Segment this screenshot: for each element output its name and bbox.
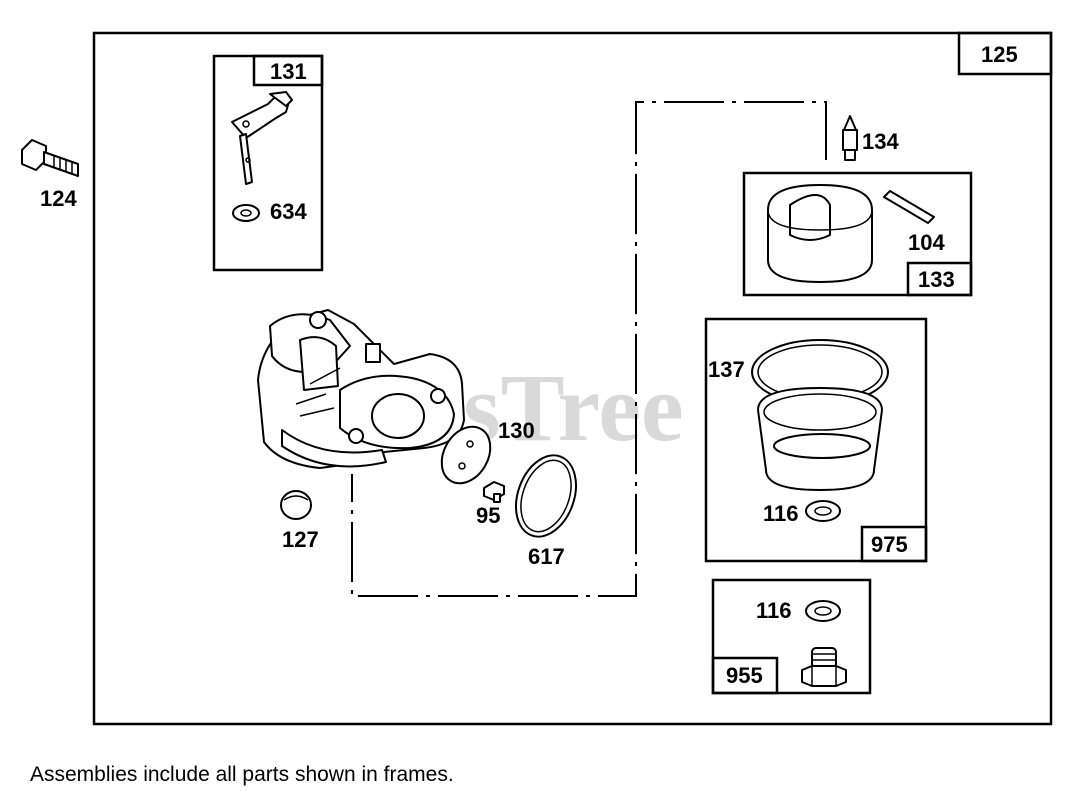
carburetor-body-part[interactable] bbox=[257, 309, 465, 469]
assembly-footnote: Assemblies include all parts shown in fr… bbox=[30, 763, 454, 786]
bolt-124-part[interactable] bbox=[21, 139, 79, 177]
label-box-125 bbox=[957, 31, 1053, 76]
assembly-frame-975 bbox=[704, 317, 928, 563]
welch-plug-127-part[interactable] bbox=[280, 490, 312, 520]
seal-634-part[interactable] bbox=[232, 204, 260, 222]
label-634[interactable]: 634 bbox=[270, 199, 307, 224]
screw-95-part[interactable] bbox=[483, 481, 505, 503]
float-bowl-975-part[interactable] bbox=[757, 387, 883, 491]
label-131[interactable]: 131 bbox=[270, 59, 307, 84]
plate-130-part[interactable] bbox=[432, 418, 500, 492]
frame-connection-line bbox=[351, 101, 827, 597]
label-133[interactable]: 133 bbox=[918, 267, 955, 292]
label-617[interactable]: 617 bbox=[528, 544, 565, 569]
label-116-screw[interactable]: 116 bbox=[756, 598, 792, 623]
label-134[interactable]: 134 bbox=[862, 129, 899, 154]
label-127[interactable]: 127 bbox=[282, 527, 319, 552]
assembly-frame-131 bbox=[212, 54, 324, 272]
washer-116-screw-part[interactable] bbox=[805, 600, 841, 622]
label-124[interactable]: 124 bbox=[40, 186, 77, 211]
assembly-frame-125 bbox=[92, 31, 1053, 726]
assembly-frame-133 bbox=[742, 171, 973, 297]
label-130[interactable]: 130 bbox=[498, 418, 535, 443]
assembly-frame-955 bbox=[711, 578, 872, 695]
label-box-975 bbox=[860, 525, 928, 563]
label-125[interactable]: 125 bbox=[981, 42, 1018, 67]
label-137[interactable]: 137 bbox=[708, 357, 745, 382]
label-box-133 bbox=[906, 261, 973, 297]
float-needle-134-part[interactable] bbox=[842, 115, 858, 161]
label-116-bowl[interactable]: 116 bbox=[763, 501, 799, 526]
label-95[interactable]: 95 bbox=[476, 503, 500, 528]
label-box-131 bbox=[252, 54, 324, 87]
label-104[interactable]: 104 bbox=[908, 230, 945, 255]
washer-116-bowl-part[interactable] bbox=[805, 500, 841, 522]
label-975[interactable]: 975 bbox=[871, 532, 908, 557]
label-box-955 bbox=[711, 656, 779, 695]
bowl-screw-955-part[interactable] bbox=[801, 647, 847, 687]
choke-shaft-131-part[interactable] bbox=[231, 91, 293, 185]
gasket-137-part[interactable] bbox=[751, 339, 889, 405]
label-955[interactable]: 955 bbox=[726, 663, 763, 688]
float-133-part[interactable] bbox=[767, 184, 873, 283]
gasket-617-part[interactable] bbox=[505, 447, 586, 545]
float-pin-104-part[interactable] bbox=[883, 190, 935, 224]
